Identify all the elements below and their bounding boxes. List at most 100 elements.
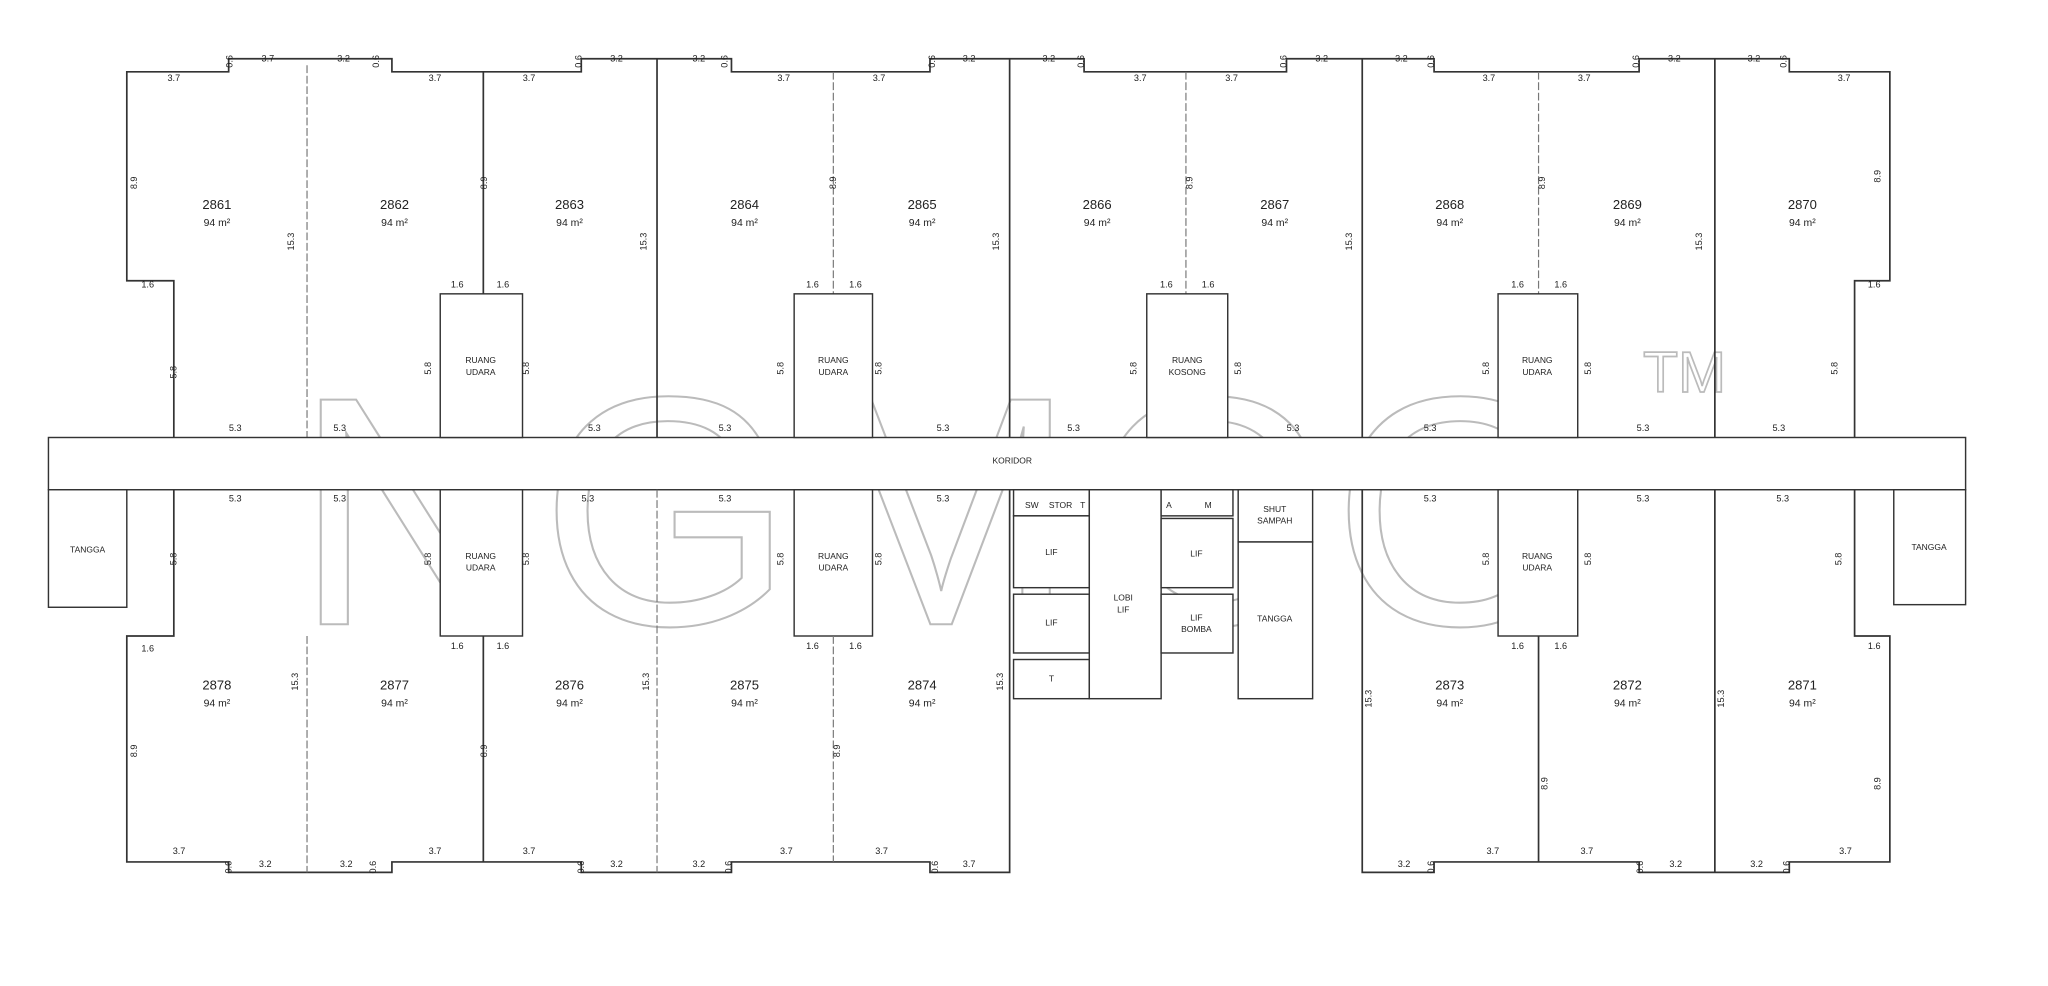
dimension-label: 8.9 (1873, 777, 1883, 790)
dimension-label: 3.7 (262, 53, 275, 63)
dimension-label: 0.6 (576, 861, 586, 874)
dimension-label: 1.6 (141, 644, 154, 654)
dimension-label: 5.8 (776, 553, 786, 566)
dimension-label: 0.6 (1781, 861, 1791, 874)
top-unit-number: 2865 (908, 197, 937, 212)
dimension-label: 3.2 (1669, 859, 1682, 869)
bottom-unit-number: 2872 (1613, 678, 1642, 693)
dimension-label: 5.8 (1583, 362, 1593, 375)
room-label: BOMBA (1181, 624, 1212, 634)
dimension-label: 3.7 (1581, 846, 1594, 856)
top-unit-dividers (306, 58, 1716, 490)
dimension-label: 3.2 (1042, 53, 1055, 63)
dimension-label: 3.7 (429, 846, 442, 856)
top-unit-area: 94 m² (381, 218, 408, 229)
bottom-unit-number: 2873 (1435, 678, 1464, 693)
top-unit-number: 2868 (1435, 197, 1464, 212)
top-unit-number: 2863 (555, 197, 584, 212)
bottom-unit-number: 2874 (908, 678, 937, 693)
dimension-label: 3.7 (1839, 846, 1852, 856)
dimension-label: 1.6 (497, 279, 510, 289)
top-wing-outline (125, 57, 1891, 438)
stair-left-label: TANGGA (70, 544, 105, 554)
room-label: RUANG (465, 355, 496, 365)
dimension-label: 0.6 (223, 861, 233, 874)
dimension-label: 8.9 (828, 176, 838, 189)
top-unit-number: 2869 (1613, 197, 1642, 212)
dimension-label: 5.8 (1128, 362, 1138, 375)
dimension-label: 3.2 (963, 53, 976, 63)
top-unit-area: 94 m² (731, 218, 758, 229)
dimension-label: 5.3 (229, 423, 242, 433)
dimension-label: 0.6 (1426, 55, 1436, 68)
top-unit-number: 2870 (1788, 197, 1817, 212)
dimension-label: 3.7 (777, 73, 790, 83)
dimension-label: 5.8 (423, 553, 433, 566)
dimension-label: 5.8 (1481, 362, 1491, 375)
bottom-unit-number: 2876 (555, 678, 584, 693)
dimension-label: 8.9 (1873, 170, 1883, 183)
room-label: LIF (1045, 547, 1057, 557)
dimension-label: 3.2 (337, 53, 350, 63)
dimension-label: 0.6 (1779, 55, 1789, 68)
room-label: LOBI (1114, 593, 1133, 603)
room-label: RUANG (1522, 551, 1553, 561)
top-unit-area: 94 m² (909, 218, 936, 229)
bottom-unit-area: 94 m² (909, 699, 936, 710)
room-label: T (1049, 674, 1054, 684)
bottom-unit-area: 94 m² (556, 699, 583, 710)
dimension-label: 3.2 (259, 859, 272, 869)
room-label: UDARA (1522, 367, 1552, 377)
dimension-label: 0.6 (927, 55, 937, 68)
dimension-label: 3.7 (1225, 73, 1238, 83)
bottom-unit-area: 94 m² (731, 699, 758, 710)
dimension-label: 3.2 (1395, 53, 1408, 63)
dimension-label: 3.2 (1668, 53, 1681, 63)
dimension-label: 15.3 (1363, 690, 1373, 708)
room-label: RUANG (1522, 355, 1553, 365)
dimension-label: 1.6 (497, 641, 510, 651)
dimension-label: 0.6 (368, 861, 378, 874)
dimension-label: 5.3 (229, 493, 242, 503)
dimension-label: 3.7 (167, 73, 180, 83)
dimension-label: 15.3 (641, 673, 651, 691)
top-unit-area: 94 m² (1436, 218, 1463, 229)
room-label: UDARA (819, 367, 849, 377)
dimension-label: 5.8 (1834, 553, 1844, 566)
dimension-label: 8.9 (479, 745, 489, 758)
dimension-label: 1.6 (849, 279, 862, 289)
dimension-label: 3.2 (610, 53, 623, 63)
bottom-unit-number: 2871 (1788, 678, 1817, 693)
dimension-label: 3.2 (610, 859, 623, 869)
room-label: UDARA (819, 563, 849, 573)
dimension-label: 15.3 (995, 673, 1005, 691)
watermark-tm: TM (1643, 341, 1726, 405)
room-label: LIF (1190, 548, 1202, 558)
dimension-label: 1.6 (806, 279, 819, 289)
bottom-unit-area: 94 m² (1436, 699, 1463, 710)
bottom-unit-area: 94 m² (381, 699, 408, 710)
top-unit-area: 94 m² (1789, 218, 1816, 229)
dimension-label: 5.3 (1424, 423, 1437, 433)
dimension-label: 0.6 (930, 861, 940, 874)
dimension-label: 15.3 (1344, 233, 1354, 251)
stair-left (47, 489, 128, 608)
dimension-label: 5.3 (588, 423, 601, 433)
dimension-label: 5.3 (1067, 423, 1080, 433)
dimension-label: 1.6 (451, 641, 464, 651)
top-unit-area: 94 m² (1614, 218, 1641, 229)
dimension-label: 1.6 (1554, 641, 1567, 651)
dimension-label: 15.3 (286, 233, 296, 251)
dimension-label: 5.8 (1481, 553, 1491, 566)
room-label: TANGGA (1257, 614, 1292, 624)
dimension-label: 5.3 (1637, 493, 1650, 503)
dimension-label: 5.3 (937, 493, 950, 503)
top-unit-area: 94 m² (204, 218, 231, 229)
dimension-label: 5.8 (874, 362, 884, 375)
dimension-label: 5.8 (168, 553, 178, 566)
dimension-label: 0.6 (1631, 55, 1641, 68)
dimension-label: 5.3 (719, 423, 732, 433)
dimension-label: 0.6 (1635, 861, 1645, 874)
